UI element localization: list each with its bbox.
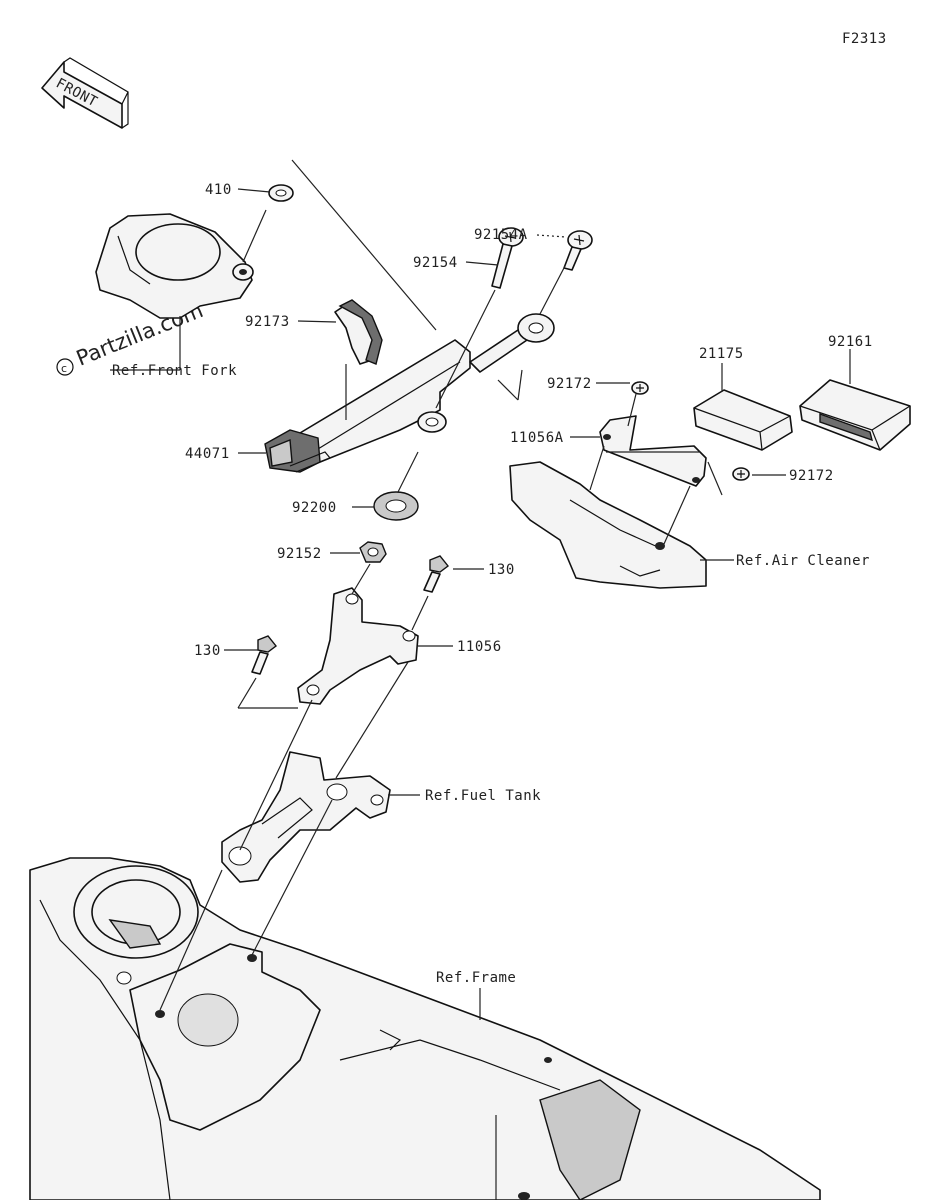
label-92172-right: 92172 [789,468,834,484]
module-92161 [799,379,911,451]
ref-frame: Ref.Frame [436,970,516,986]
air-cleaner-housing [509,461,707,589]
label-11056: 11056 [457,639,502,655]
label-92200: 92200 [292,500,337,516]
label-130-left: 130 [194,643,221,659]
bolt-92154 [491,227,524,289]
front-fork-clamp [95,213,254,319]
label-92172-top: 92172 [547,376,592,392]
fuel-tank-bracket [221,751,391,883]
bolt-130-right [423,555,449,593]
label-92154a: 92154A [474,227,528,243]
leader-lines [110,159,851,1200]
steering-damper [264,313,555,473]
bolt-92154a [563,230,593,271]
ref-air-cleaner: Ref.Air Cleaner [736,553,870,569]
frame [29,857,821,1200]
ref-fuel-tank: Ref.Fuel Tank [425,788,541,804]
clip-92173 [334,299,383,365]
svg-text:c: c [61,362,67,375]
bolt-130-left [251,635,277,675]
screw-92172-right [732,467,750,481]
label-130-right: 130 [488,562,515,578]
label-21175: 21175 [699,346,744,362]
label-92154: 92154 [413,255,458,271]
front-arrow-icon: FRONT [41,57,129,129]
ref-front-fork: Ref.Front Fork [112,363,237,379]
label-92152: 92152 [277,546,322,562]
washer-92200 [373,491,419,521]
label-410: 410 [205,182,232,198]
label-11056a: 11056A [510,430,564,446]
label-92161: 92161 [828,334,873,350]
figure-code: F2313 [842,31,887,47]
label-44071: 44071 [185,446,230,462]
bracket-11056 [297,587,419,705]
label-92173: 92173 [245,314,290,330]
nut-92152 [359,541,387,563]
bracket-11056a [599,415,707,487]
module-21175 [693,389,793,451]
screw-92172-top [631,381,649,395]
